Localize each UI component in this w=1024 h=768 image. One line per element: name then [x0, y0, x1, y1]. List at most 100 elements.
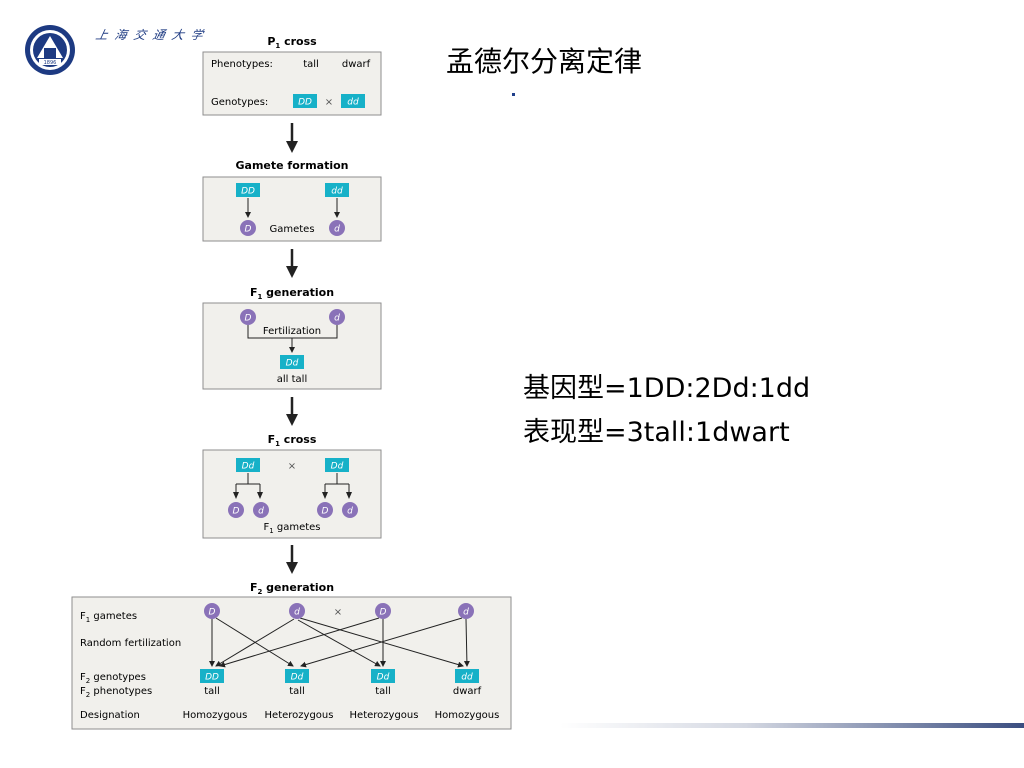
- arrow-head: [257, 492, 263, 499]
- genotype-box: [236, 183, 260, 197]
- f2-designation-4: Homozygous: [435, 710, 500, 721]
- f1-cross-panel: [202, 449, 382, 539]
- university-seal-icon: 1896: [25, 25, 75, 75]
- f1-generation-heading: F1 generation: [250, 286, 334, 301]
- f2-designation-1: Homozygous: [183, 710, 248, 721]
- row-label-random-fertilization: Random fertilization: [80, 638, 181, 649]
- p1-genotype-box: [293, 94, 317, 108]
- fertilization-line: [219, 617, 380, 668]
- p1-phenotype-dwarf: dwarf: [342, 59, 371, 70]
- f2-gamete-3: D: [380, 608, 387, 618]
- fertilization-line: [463, 618, 470, 667]
- f1-cross-symbol: ×: [288, 461, 296, 472]
- f2-genotype-2: Dd: [291, 673, 304, 683]
- f1-offspring-genotype: Dd: [286, 359, 299, 369]
- genotype-ratio-text: 基因型=1DD:2Dd:1dd: [523, 373, 811, 404]
- fertilization-line: [297, 619, 381, 667]
- p1-genotype-dd-lower: dd: [347, 98, 359, 108]
- genotype-box: [280, 355, 304, 369]
- gamete-formation-panel: [202, 176, 382, 242]
- gamete-circle: [458, 603, 474, 619]
- f1-parent-dd-left: Dd: [242, 462, 255, 472]
- genotype-box: [325, 183, 349, 197]
- p1-genotype-dd-upper: DD: [298, 98, 312, 108]
- stage-arrow-head: [286, 266, 298, 278]
- f2-phenotype-1: tall: [204, 686, 220, 697]
- genotype-box: [455, 669, 479, 683]
- f2-phenotype-4: dwarf: [453, 686, 482, 697]
- footer-accent-line: [560, 723, 1024, 728]
- gamete-circle: [329, 220, 345, 236]
- f2-phenotype-3: tall: [375, 686, 391, 697]
- gamete-circle: [240, 220, 256, 236]
- genotype-box: [236, 458, 260, 472]
- f2-cross-symbol: ×: [334, 607, 342, 618]
- f1-gamete-d: d: [334, 314, 340, 324]
- fertilization-line: [215, 617, 294, 667]
- gf-gamete-D: D: [245, 225, 252, 235]
- genotypes-label: Genotypes:: [211, 97, 268, 108]
- f1-gamete-D: D: [245, 314, 252, 324]
- gamete-circle: [317, 502, 333, 518]
- fertilization-line: [300, 617, 463, 668]
- arrow-head: [346, 492, 352, 499]
- gamete-circle: [375, 603, 391, 619]
- f2-gamete-4: d: [463, 608, 469, 618]
- gamete-circle: [329, 309, 345, 325]
- seal-year: 1896: [44, 60, 57, 66]
- f2-genotype-4: dd: [461, 673, 473, 683]
- fertilization-line: [215, 618, 295, 667]
- gamete-circle: [253, 502, 269, 518]
- f1-parent-dd-right: Dd: [331, 462, 344, 472]
- p1-heading: P1 cross: [267, 35, 317, 50]
- gf-gamete-d: d: [334, 225, 340, 235]
- fertilization-label: Fertilization: [263, 326, 321, 337]
- f2-designation-2: Heterozygous: [265, 710, 334, 721]
- gf-genotype-dd-lower: dd: [331, 187, 343, 197]
- f1-cross-gamete-3: D: [322, 507, 329, 517]
- p1-phenotype-tall: tall: [303, 59, 319, 70]
- f2-designation-3: Heterozygous: [350, 710, 419, 721]
- row-label-f2-genotypes: F2 genotypes: [80, 672, 146, 685]
- arrow-head: [322, 492, 328, 499]
- stage-arrow-head: [286, 141, 298, 153]
- f1-cross-heading: F1 cross: [268, 433, 317, 448]
- gamete-split-lines: [235, 473, 261, 494]
- row-label-f1-gametes: F1 gametes: [80, 611, 137, 624]
- genotype-box: [325, 458, 349, 472]
- f2-genotype-3: Dd: [377, 673, 390, 683]
- f2-generation-heading: F2 generation: [250, 581, 334, 596]
- stage-arrow-head: [286, 414, 298, 426]
- arrow-head: [233, 492, 239, 499]
- gamete-circle: [342, 502, 358, 518]
- f2-gamete-1: D: [209, 608, 216, 618]
- gamete-circle: [204, 603, 220, 619]
- f1-cross-gamete-4: d: [347, 507, 353, 517]
- f1-offspring-phenotype: all tall: [277, 374, 307, 385]
- gf-genotype-dd-upper: DD: [241, 187, 255, 197]
- f2-genotype-1: DD: [205, 673, 219, 683]
- f1-gametes-label: F1 gametes: [263, 522, 320, 535]
- stage-arrow-head: [286, 562, 298, 574]
- phenotype-ratio-text: 表现型=3tall:1dwart: [523, 417, 790, 448]
- genotype-box: [200, 669, 224, 683]
- gametes-label: Gametes: [269, 224, 314, 235]
- p1-genotype-box: [341, 94, 365, 108]
- phenotypes-label: Phenotypes:: [211, 59, 273, 70]
- gamete-circle: [240, 309, 256, 325]
- title-dot: [512, 93, 515, 96]
- f2-gamete-2: d: [294, 608, 300, 618]
- f2-phenotype-2: tall: [289, 686, 305, 697]
- p1-cross-symbol: ×: [325, 97, 333, 108]
- row-label-f2-phenotypes: F2 phenotypes: [80, 686, 152, 699]
- gamete-circle: [228, 502, 244, 518]
- f1-cross-gamete-1: D: [233, 507, 240, 517]
- genotype-box: [285, 669, 309, 683]
- row-label-designation: Designation: [80, 710, 140, 721]
- genotype-box: [371, 669, 395, 683]
- f1-cross-gamete-2: d: [258, 507, 264, 517]
- gamete-split-lines: [324, 473, 350, 494]
- gamete-formation-heading: Gamete formation: [236, 159, 349, 172]
- gamete-circle: [289, 603, 305, 619]
